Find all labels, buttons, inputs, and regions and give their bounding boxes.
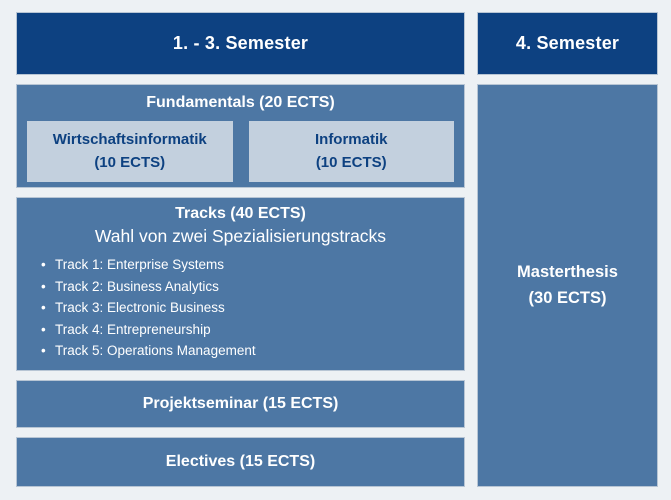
wirtschaftsinformatik-box: Wirtschaftsinformatik (10 ECTS)	[27, 121, 233, 182]
header-semester-1-3: 1. - 3. Semester	[16, 12, 465, 75]
masterthesis-box: Masterthesis (30 ECTS)	[477, 84, 658, 487]
wirtschaftsinformatik-ects: (10 ECTS)	[94, 153, 166, 171]
informatik-box: Informatik (10 ECTS)	[248, 121, 454, 182]
fundamentals-box: Fundamentals (20 ECTS) Wirtschaftsinform…	[16, 84, 465, 188]
informatik-ects: (10 ECTS)	[315, 153, 387, 171]
fundamentals-title: Fundamentals (20 ECTS)	[146, 94, 335, 111]
electives-box: Electives (15 ECTS)	[16, 437, 465, 487]
track-list-item: Track 1: Enterprise Systems	[41, 254, 464, 276]
track-list-item: Track 2: Business Analytics	[41, 276, 464, 298]
tracks-box: Tracks (40 ECTS) Wahl von zwei Spezialis…	[16, 197, 465, 371]
informatik-label: Informatik	[314, 131, 388, 148]
masterthesis-label: Masterthesis	[517, 262, 618, 281]
track-list-item: Track 3: Electronic Business	[41, 297, 464, 319]
track-list-item: Track 4: Entrepreneurship	[41, 319, 464, 341]
semester-4-column: 4. Semester Masterthesis (30 ECTS)	[477, 12, 658, 487]
header-semester-4: 4. Semester	[477, 12, 658, 75]
projektseminar-box: Projektseminar (15 ECTS)	[16, 380, 465, 428]
track-list: Track 1: Enterprise SystemsTrack 2: Busi…	[17, 254, 464, 362]
masterthesis-ects: (30 ECTS)	[528, 288, 607, 307]
tracks-subtitle: Wahl von zwei Spezialisierungstracks	[94, 226, 387, 246]
semester-1-3-column: 1. - 3. Semester Fundamentals (20 ECTS) …	[16, 12, 465, 487]
tracks-title: Tracks (40 ECTS)	[175, 205, 306, 222]
track-list-item: Track 5: Operations Management	[41, 340, 464, 362]
wirtschaftsinformatik-label: Wirtschaftsinformatik	[52, 131, 207, 148]
fundamentals-sub-row: Wirtschaftsinformatik (10 ECTS) Informat…	[17, 112, 464, 182]
